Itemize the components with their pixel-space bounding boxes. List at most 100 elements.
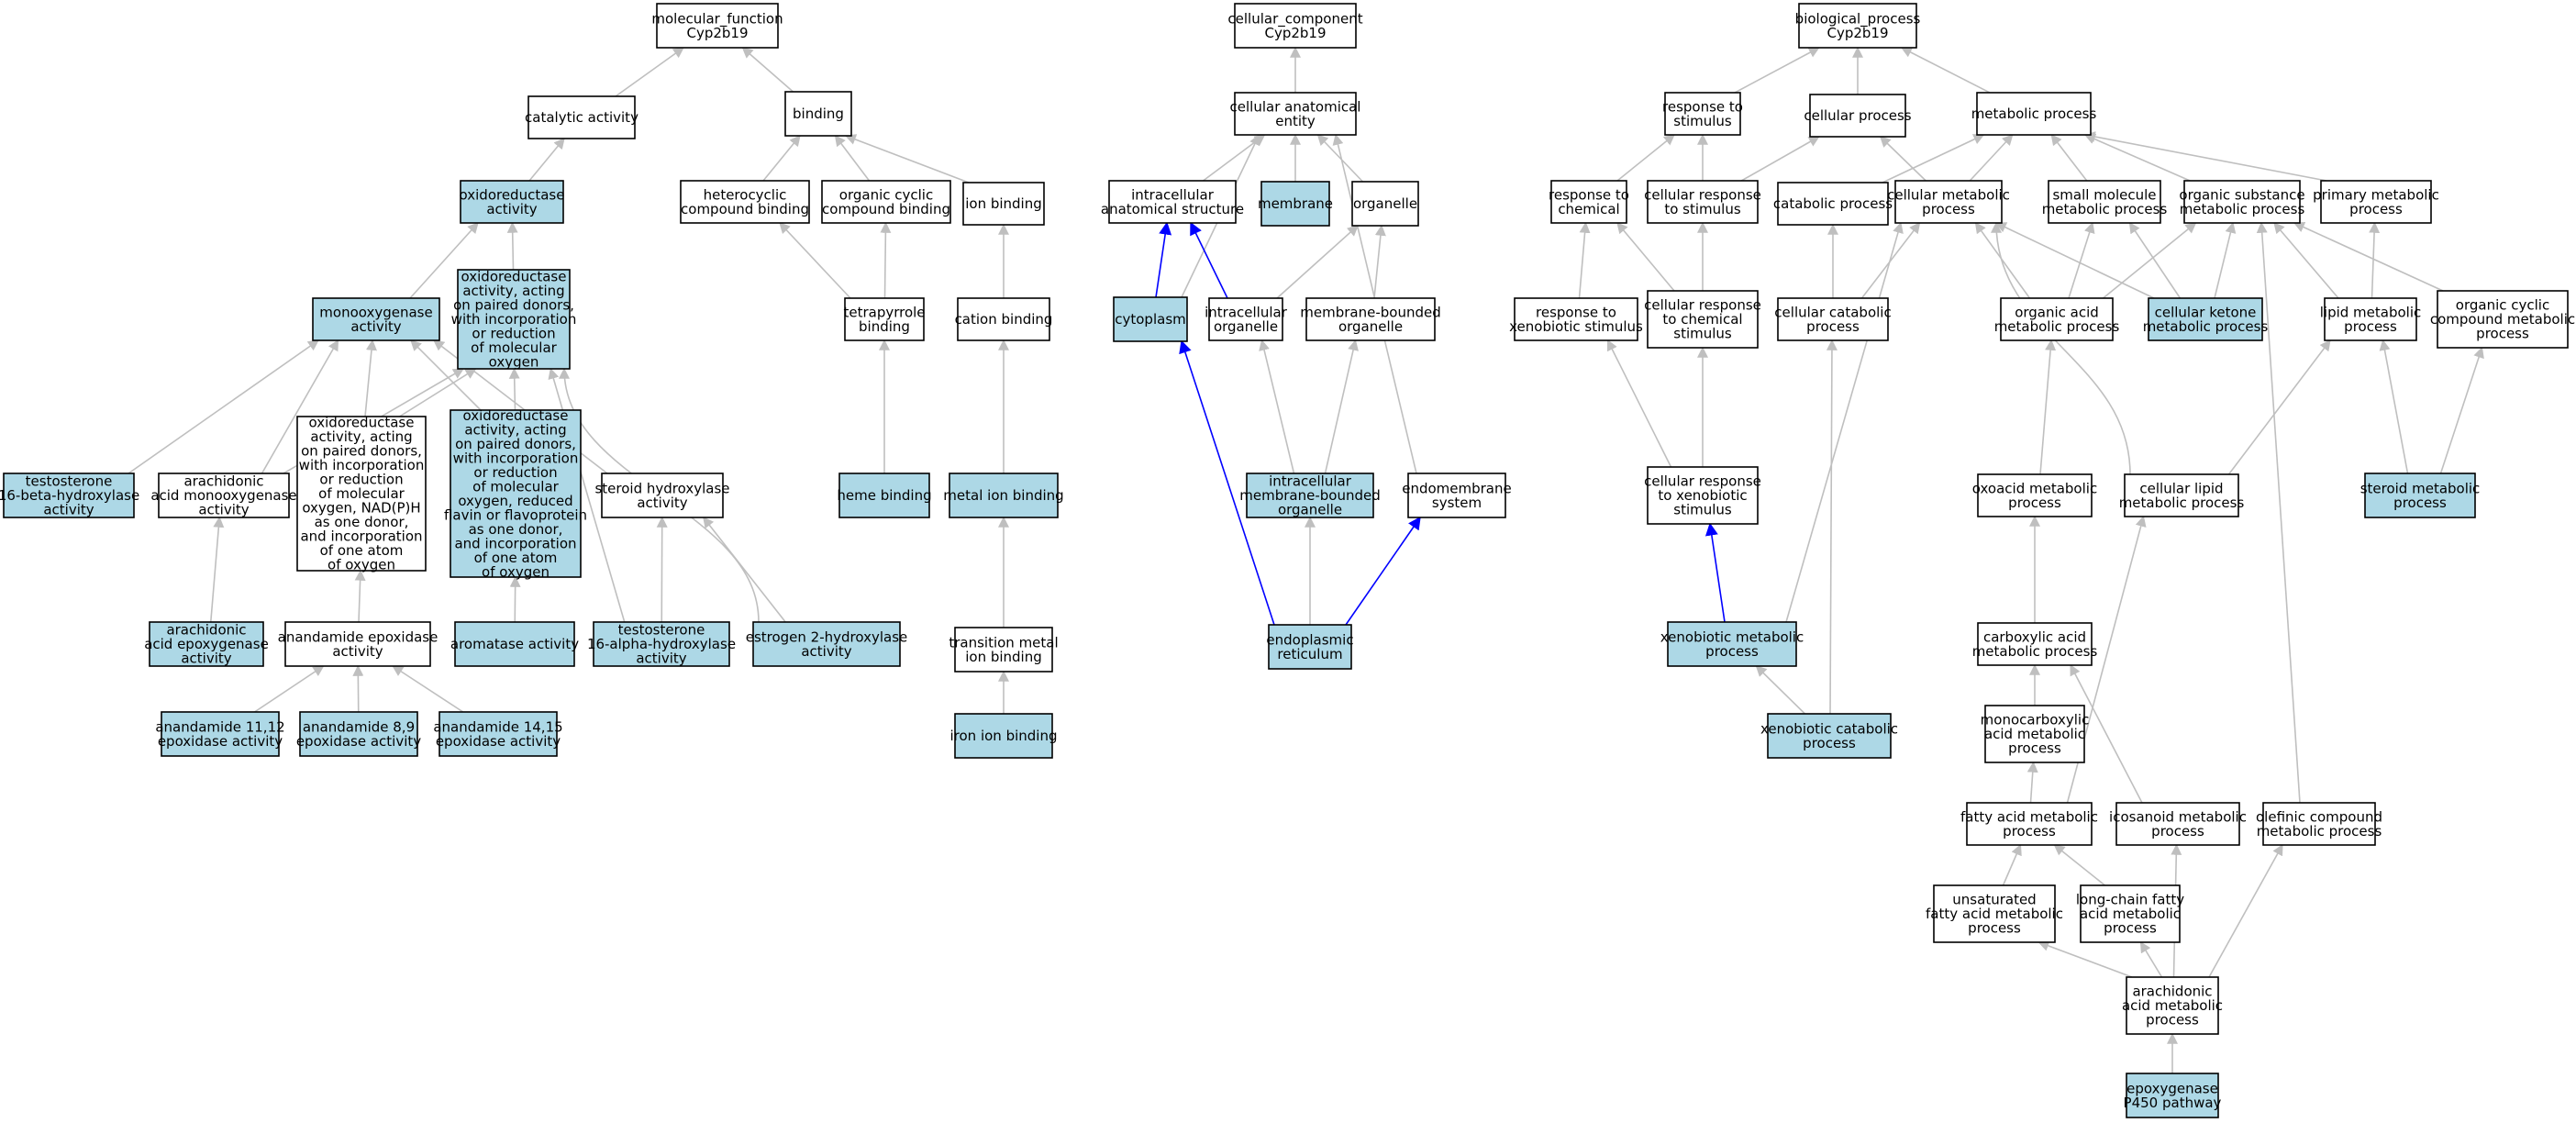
node-respxeno-line-1: xenobiotic stimulus bbox=[1509, 318, 1643, 335]
node-binding[interactable]: binding bbox=[784, 91, 852, 137]
node-heme[interactable]: heme binding bbox=[837, 473, 932, 518]
node-cellproc[interactable]: cellular process bbox=[1804, 94, 1912, 138]
node-cellcatab-box bbox=[1777, 297, 1889, 341]
edge-xenomet-to-cellmet bbox=[1785, 221, 1904, 623]
node-cytoplasm[interactable]: cytoplasm bbox=[1113, 296, 1188, 342]
node-anand1112-line-1: epoxidase activity bbox=[158, 733, 283, 750]
node-cellanat-line-0: cellular anatomical bbox=[1230, 98, 1361, 115]
node-icosanoid-box bbox=[2115, 802, 2240, 846]
node-catalytic[interactable]: catalytic activity bbox=[525, 95, 638, 139]
node-testo16alpha-line-1: 16-alpha-hydroxylase bbox=[587, 636, 736, 652]
edge-testo16beta-to-monooxygenase bbox=[128, 339, 319, 474]
node-endomembrane-line-1: system bbox=[1432, 495, 1482, 511]
node-epoxygenase-line-1: P450 pathway bbox=[2124, 1095, 2222, 1111]
node-steroidmet-line-1: process bbox=[2393, 495, 2447, 511]
node-oxidoreductase-line-0: oxidoreductase bbox=[460, 186, 565, 203]
node-respchem-line-1: chemical bbox=[1558, 201, 1619, 217]
node-oxflavin-line-2: on paired donors, bbox=[455, 436, 576, 452]
node-respstim-line-1: stimulus bbox=[1673, 113, 1732, 129]
node-membrane[interactable]: membrane bbox=[1258, 181, 1333, 227]
node-cytoplasm-line-0: cytoplasm bbox=[1115, 311, 1186, 328]
node-organelle[interactable]: organelle bbox=[1351, 181, 1419, 227]
node-iron[interactable]: iron ion binding bbox=[950, 713, 1058, 759]
edge-cellketone-to-cellmet bbox=[1994, 222, 2155, 299]
node-cationbinding[interactable]: cation binding bbox=[955, 297, 1053, 341]
node-oxoacid-box bbox=[1977, 473, 2093, 517]
node-ionbinding[interactable]: ion binding bbox=[962, 182, 1045, 226]
node-anand1415-box bbox=[439, 711, 558, 757]
edge-cellrespstim-to-cellproc bbox=[1740, 136, 1820, 182]
node-organelle-line-0: organelle bbox=[1353, 195, 1417, 212]
node-oxflavin-line-0: oxidoreductase bbox=[463, 407, 569, 424]
node-metproc[interactable]: metabolic process bbox=[1971, 92, 2097, 136]
edge-primmet-to-metproc bbox=[2083, 131, 2327, 182]
node-catabolic[interactable]: catabolic process bbox=[1773, 182, 1893, 226]
node-aromatase[interactable]: aromatase activity bbox=[450, 621, 579, 667]
node-metalion[interactable]: metal ion binding bbox=[943, 473, 1064, 518]
